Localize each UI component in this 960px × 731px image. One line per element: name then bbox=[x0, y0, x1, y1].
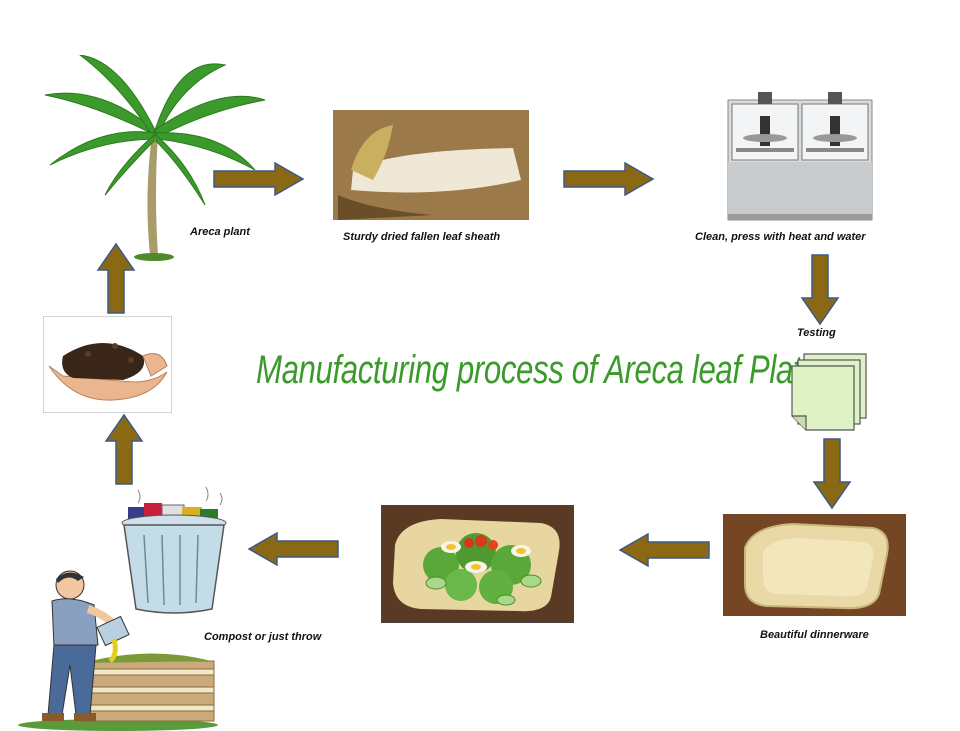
arrow-up-1 bbox=[104, 413, 144, 485]
soil-hands-icon bbox=[43, 316, 172, 413]
areca-plate-photo bbox=[723, 514, 906, 616]
paper-stack-icon bbox=[791, 353, 867, 431]
arrow-up-2 bbox=[96, 242, 136, 314]
label-testing: Testing bbox=[797, 327, 836, 339]
arrow-left-2 bbox=[247, 532, 339, 566]
label-dinnerware: Beautiful dinnerware bbox=[760, 629, 869, 641]
gardener-icon bbox=[18, 570, 218, 731]
arrow-right-1 bbox=[213, 162, 305, 196]
label-press: Clean, press with heat and water bbox=[695, 231, 866, 243]
press-machine-icon bbox=[727, 92, 873, 221]
label-areca-plant: Areca plant bbox=[190, 226, 250, 238]
diagram-title: Manufacturing process of Areca leaf Plat… bbox=[256, 348, 834, 392]
leaf-sheath-photo bbox=[333, 110, 529, 220]
label-compost: Compost or just throw bbox=[204, 631, 322, 643]
palm-tree-icon bbox=[44, 55, 266, 261]
arrow-left-1 bbox=[618, 533, 710, 567]
label-leaf-sheath: Sturdy dried fallen leaf sheath bbox=[343, 231, 501, 243]
arrow-down-2 bbox=[812, 438, 852, 510]
salad-plate-photo bbox=[381, 505, 574, 623]
trash-bin-icon bbox=[121, 486, 227, 614]
arrow-right-2 bbox=[563, 162, 655, 196]
arrow-down-1 bbox=[800, 254, 840, 326]
